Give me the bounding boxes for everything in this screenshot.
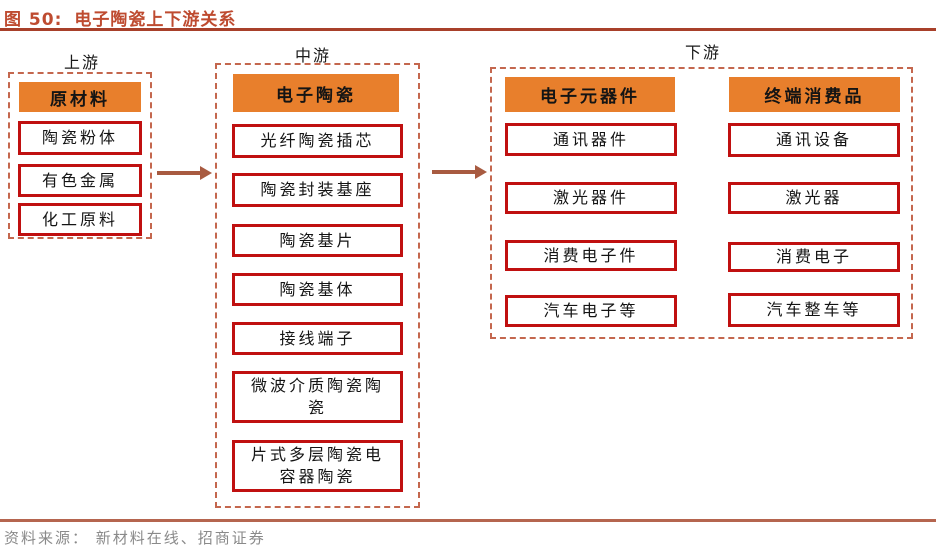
midstream-header: 电子陶瓷: [233, 74, 399, 112]
footer-rule: [0, 519, 936, 522]
midstream-item-box: 片式多层陶瓷电容器陶瓷: [232, 440, 403, 492]
upstream-header: 原材料: [19, 82, 141, 112]
upstream-item-box: 有色金属: [18, 164, 142, 197]
midstream-item-box: 陶瓷封装基座: [232, 173, 403, 207]
downstream-col2-item-box: 消费电子: [728, 242, 900, 272]
figure-title-row: 图 50: 电子陶瓷上下游关系: [4, 5, 236, 30]
midstream-label: 中游: [294, 46, 331, 65]
figure-label: 图 50:: [4, 10, 63, 30]
downstream-col1-item-box: 激光器件: [505, 182, 677, 214]
upstream-item-box: 化工原料: [18, 203, 142, 236]
downstream-col1-header: 电子元器件: [505, 77, 675, 112]
midstream-group-box: [215, 63, 420, 508]
downstream-label: 下游: [684, 43, 721, 62]
upstream-group-box: [8, 72, 152, 239]
midstream-item-box: 陶瓷基体: [232, 273, 403, 306]
downstream-group-box: [490, 67, 913, 339]
upstream-label: 上游: [63, 53, 100, 72]
flow-arrow-icon: [432, 165, 487, 179]
flow-arrow-icon: [157, 166, 212, 180]
downstream-col1-item-box: 通讯器件: [505, 123, 677, 156]
source-note: 资料来源： 新材料在线、招商证券: [4, 529, 266, 547]
downstream-col2-item-box: 汽车整车等: [728, 293, 900, 327]
figure-title: 电子陶瓷上下游关系: [74, 10, 237, 30]
midstream-item-box: 接线端子: [232, 322, 403, 355]
downstream-col1-item-box: 汽车电子等: [505, 295, 677, 327]
midstream-item-box: 陶瓷基片: [232, 224, 403, 257]
title-underline-rule: [0, 28, 936, 31]
upstream-item-box: 陶瓷粉体: [18, 121, 142, 155]
downstream-col1-item-box: 消费电子件: [505, 240, 677, 271]
downstream-col2-item-box: 通讯设备: [728, 123, 900, 157]
downstream-col2-item-box: 激光器: [728, 182, 900, 214]
midstream-item-box: 微波介质陶瓷陶瓷: [232, 371, 403, 423]
midstream-item-box: 光纤陶瓷插芯: [232, 124, 403, 158]
downstream-col2-header: 终端消费品: [729, 77, 900, 112]
